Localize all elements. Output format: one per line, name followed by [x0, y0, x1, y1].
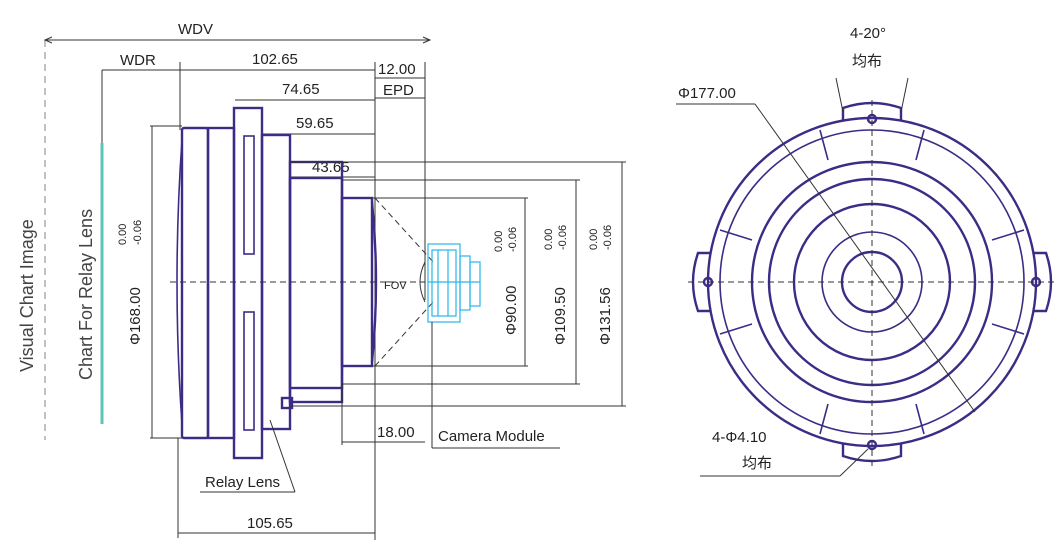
side-view: Visual Chart Image Chart For Relay Lens …	[17, 21, 626, 540]
dim-12-label: 12.00	[378, 61, 416, 78]
svg-text:0.00: 0.00	[543, 229, 555, 250]
svg-text:0.00: 0.00	[493, 231, 505, 252]
wdr-label: WDR	[120, 52, 156, 69]
svg-text:-0.06: -0.06	[132, 220, 144, 245]
dia-109-label: Φ109.50	[552, 287, 569, 345]
svg-text:-0.06: -0.06	[507, 227, 519, 252]
relay-lens-label: Relay Lens	[205, 474, 280, 491]
chart-relay-label: Chart For Relay Lens	[76, 209, 96, 380]
svg-text:0.00: 0.00	[117, 224, 129, 245]
angle-note-label: 均布	[852, 53, 882, 70]
angle-label: 4-20°	[850, 25, 886, 42]
dim-102-label: 102.65	[252, 51, 298, 68]
front-view: Φ177.00 4-20° 均布 4-Φ4.10 均布	[676, 25, 1054, 477]
dia-90-label: Φ90.00	[503, 285, 520, 335]
epd-label: EPD	[383, 82, 414, 99]
dim-105-label: 105.65	[247, 515, 293, 532]
dia-168-label: Φ168.00	[127, 287, 144, 345]
dia-177-label: Φ177.00	[678, 85, 736, 102]
visual-chart-label: Visual Chart Image	[17, 219, 37, 372]
fov-label: FOV	[384, 280, 407, 292]
svg-text:-0.06: -0.06	[602, 225, 614, 250]
dim-74-label: 74.65	[282, 81, 320, 98]
dim-18-label: 18.00	[377, 424, 415, 441]
holes-note-label: 均布	[742, 455, 772, 472]
wdv-label: WDV	[178, 21, 213, 38]
svg-text:-0.06: -0.06	[557, 225, 569, 250]
holes-label: 4-Φ4.10	[712, 429, 767, 446]
camera-module-label: Camera Module	[438, 428, 545, 445]
dim-59-label: 59.65	[296, 115, 334, 132]
dim-43-label: 43.65	[312, 159, 350, 176]
camera-module-icon	[427, 243, 481, 323]
svg-text:0.00: 0.00	[588, 229, 600, 250]
dia-131-label: Φ131.56	[597, 287, 614, 345]
